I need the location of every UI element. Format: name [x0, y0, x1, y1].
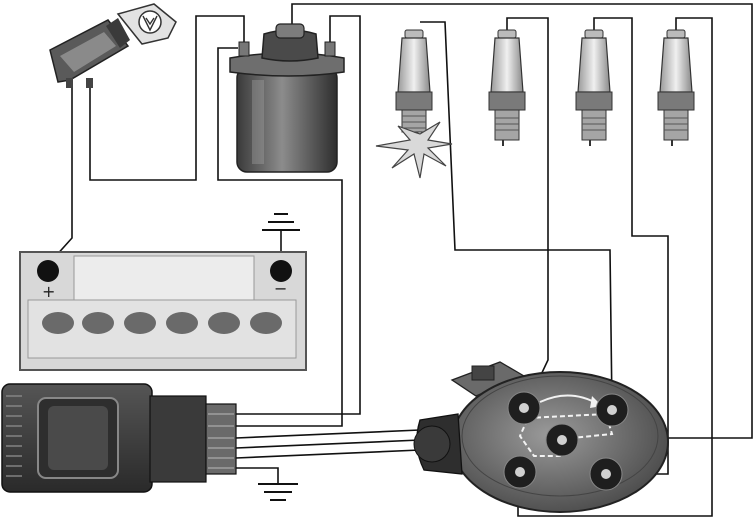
- ignition-coil-icon: [229, 23, 345, 173]
- wire-module-to-distributor-3: [235, 449, 421, 459]
- wire-module-to-distributor-2: [235, 439, 421, 449]
- wire-module-to-ground: [236, 467, 279, 484]
- spark-plug-2: [488, 29, 526, 146]
- distributor-terminal: [503, 455, 537, 489]
- distributor-terminal: [589, 457, 623, 491]
- distributor-terminal: [595, 393, 629, 427]
- spark-plug-3: [575, 29, 613, 146]
- wire-key-to-coil: [89, 15, 245, 181]
- spark-plug-icon: [395, 29, 433, 133]
- spark-icon: [375, 121, 453, 179]
- wire-coil-to-module-2: [217, 47, 343, 427]
- ground-symbol-icon: [258, 483, 298, 501]
- wire-coil-to-module-1: [236, 15, 361, 415]
- spark-plug-4: [657, 29, 695, 146]
- spark-plug-icon: [575, 29, 613, 146]
- battery-cell: [42, 312, 74, 334]
- spark-plug-icon: [657, 29, 695, 146]
- battery-cell: [124, 312, 156, 334]
- distributor-terminal: [545, 423, 579, 457]
- wire-module-to-distributor-1: [235, 429, 421, 439]
- spark-plug-1: [375, 29, 453, 179]
- control-module-icon: [1, 383, 237, 493]
- distributor-icon: [413, 361, 669, 513]
- wire-plug-1-to-distributor: [420, 21, 613, 409]
- spark-plug-icon: [488, 29, 526, 146]
- wire-plug-4-to-distributor: [517, 17, 713, 517]
- battery-positive-terminal: [37, 260, 59, 282]
- battery-cell: [82, 312, 114, 334]
- battery-icon: + −: [19, 251, 307, 371]
- distributor-terminal: [507, 391, 541, 425]
- ground-symbol-icon: [262, 213, 300, 231]
- wire-coil-to-distributor-center: [291, 3, 753, 439]
- wiring: [53, 3, 753, 517]
- battery-cell: [208, 312, 240, 334]
- battery-positive-label: +: [42, 282, 55, 301]
- ignition-key-icon: [49, 3, 177, 88]
- wire-plug-3-to-distributor: [593, 17, 669, 475]
- battery-cell: [250, 312, 282, 334]
- battery-cell: [166, 312, 198, 334]
- wire-key-to-battery: [53, 86, 73, 259]
- battery-negative-terminal: [270, 260, 292, 282]
- battery-negative-label: −: [274, 279, 287, 298]
